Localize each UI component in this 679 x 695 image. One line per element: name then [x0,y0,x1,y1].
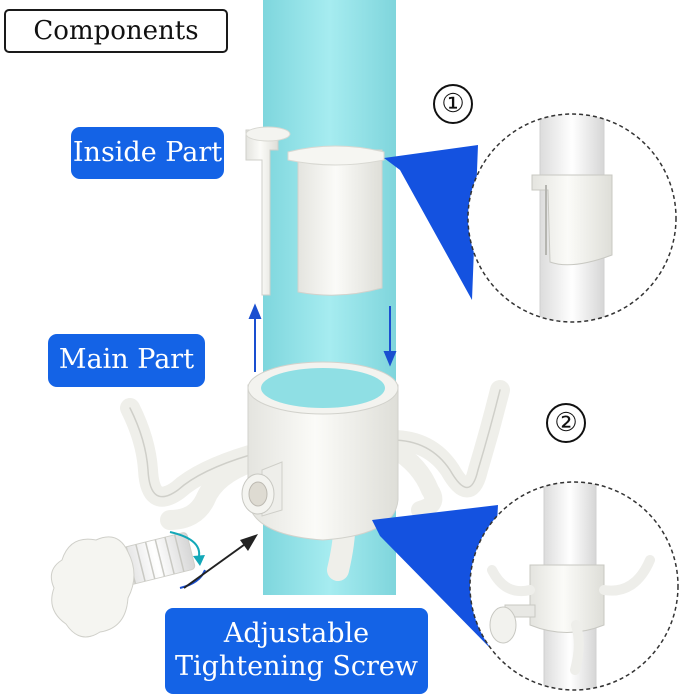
main-part-hooks-outline [129,389,501,498]
screw-label-line2: Tightening Screw [174,651,419,682]
main-part-label: Main Part [48,334,205,387]
detail-view-2 [470,482,678,690]
screw-label: Adjustable Tightening Screw [165,608,428,694]
inside-part-label: Inside Part [71,127,224,179]
page-title: Components [4,9,228,53]
adjustable-screw [50,531,206,638]
screw-label-line1: Adjustable [223,618,370,650]
detail-circle-2 [469,481,679,691]
step-marker-1: ① [433,84,473,124]
callout-wedge-1 [384,145,478,300]
main-part-body [241,361,399,541]
direction-arrows [248,303,397,372]
callout-wedge-2 [372,505,498,648]
inside-part-sleeves [245,126,385,296]
detail-circle-1 [467,113,677,323]
insert-arrow [183,534,258,589]
detail-view-1 [468,114,676,322]
step-marker-2: ② [546,403,586,443]
